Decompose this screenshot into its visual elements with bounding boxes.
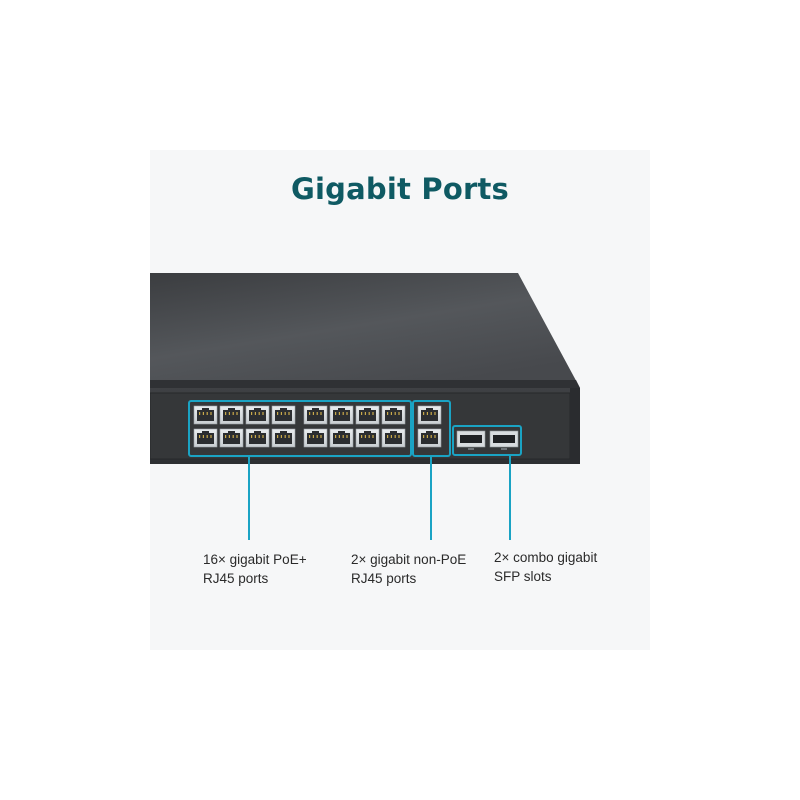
poe-rj45-port-12 bbox=[381, 405, 406, 425]
poe-rj45-port-16 bbox=[381, 428, 406, 448]
non-poe-rj45-port-group bbox=[417, 405, 442, 448]
sfp-slot-2 bbox=[489, 430, 519, 450]
poe-rj45-port-4 bbox=[271, 405, 296, 425]
non-poe-rj45-port-2 bbox=[417, 428, 442, 448]
poe-ports-callout-line1: 16× gigabit PoE+ bbox=[203, 552, 307, 567]
sfp-slots-callout-line2: SFP slots bbox=[494, 569, 552, 584]
poe-rj45-port-14 bbox=[329, 428, 354, 448]
poe-rj45-port-9 bbox=[303, 405, 328, 425]
poe-ports-callout-line2: RJ45 ports bbox=[203, 571, 269, 586]
poe-rj45-port-5 bbox=[193, 428, 218, 448]
poe-rj45-port-8 bbox=[271, 428, 296, 448]
poe-rj45-port-13 bbox=[303, 428, 328, 448]
product-panel: Gigabit Ports bbox=[150, 150, 650, 650]
poe-ports-highlight bbox=[188, 400, 412, 457]
poe-rj45-port-15 bbox=[355, 428, 380, 448]
sfp-slots-highlight bbox=[452, 425, 522, 456]
poe-rj45-port-7 bbox=[245, 428, 270, 448]
sfp-slots-callout-line1: 2× combo gigabit bbox=[494, 550, 598, 565]
poe-rj45-port-3 bbox=[245, 405, 270, 425]
non-poe-ports-callout-line1: 2× gigabit non-PoE bbox=[351, 552, 467, 567]
poe-rj45-port-2 bbox=[219, 405, 244, 425]
sfp-slot-group bbox=[456, 430, 519, 450]
poe-rj45-port-group bbox=[193, 405, 406, 448]
poe-rj45-port-1 bbox=[193, 405, 218, 425]
poe-rj45-port-6 bbox=[219, 428, 244, 448]
sfp-slots-callout: 2× combo gigabit SFP slots bbox=[494, 548, 597, 586]
poe-ports-callout: 16× gigabit PoE+ RJ45 ports bbox=[203, 550, 307, 588]
sfp-slot-1 bbox=[456, 430, 486, 450]
non-poe-ports-callout-line2: RJ45 ports bbox=[351, 571, 417, 586]
non-poe-ports-callout: 2× gigabit non-PoE RJ45 ports bbox=[351, 550, 466, 588]
switch-top bbox=[150, 273, 580, 388]
poe-rj45-port-11 bbox=[355, 405, 380, 425]
non-poe-rj45-port-1 bbox=[417, 405, 442, 425]
poe-rj45-port-10 bbox=[329, 405, 354, 425]
switch-illustration bbox=[150, 273, 580, 540]
page-title: Gigabit Ports bbox=[291, 172, 509, 206]
